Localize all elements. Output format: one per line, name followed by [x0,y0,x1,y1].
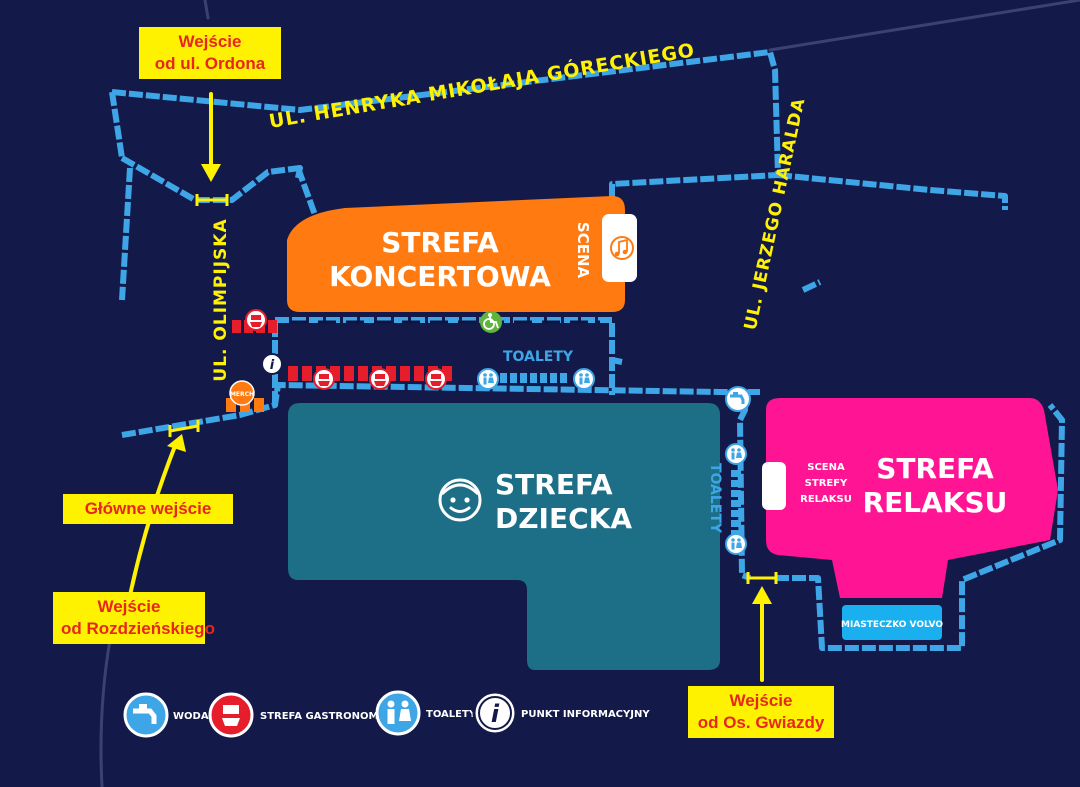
toilets-label-vertical: TOALETY [707,463,723,534]
svg-text:i: i [491,700,500,728]
stage-relaksu [762,462,786,510]
entrance-ordona-line-2: od ul. Ordona [154,54,266,73]
background-roads [99,0,1080,787]
miasteczko-volvo[interactable] [842,605,942,640]
zone-relaksu-label-1: STREFA [876,452,994,485]
entrance-gwiazdy-label[interactable]: Wejście od Os. Gwiazdy [688,686,834,738]
zone-koncertowa[interactable] [287,196,625,312]
legend-info-label: PUNKT INFORMACYJNY [521,709,650,720]
entrance-rozdzienskiego-line-1: Wejście [97,597,161,616]
legend-food-label: STREFA GASTRONOMICZNA [260,711,413,722]
arrow-heads [167,164,772,604]
food-icon [245,309,447,390]
music-note-icon [610,236,634,260]
legend: WODA STREFA GASTRONOMICZNA TOALETY i PUN… [123,690,650,738]
zone-relaksu-label-2: RELAKSU [863,486,1008,519]
water-tap-icon [725,386,751,412]
entrance-glowne-label[interactable]: Główne wejście [63,494,233,524]
wheelchair-icon [480,311,502,333]
svg-text:i: i [270,358,275,373]
entrance-ordona-line-1: Wejście [178,32,242,51]
entrance-rozdzienskiego-line-2: od Rozdzieńskiego [61,619,215,638]
entrance-ordona-label[interactable]: Wejście od ul. Ordona [139,27,281,79]
legend-food-icon [208,692,254,738]
zone-dziecka[interactable] [288,403,720,670]
zone-koncertowa-label-1: STREFA [381,226,499,259]
zone-koncertowa-label-2: KONCERTOWA [329,260,551,293]
toilet-blocks [500,373,741,537]
merch-icon: MERCH [229,380,255,406]
zone-dziecka-label-1: STREFA [495,468,613,501]
zone-relaksu[interactable] [766,398,1058,598]
legend-toilet-label: TOALETY [426,709,477,720]
stage-relaksu-label-3: RELAKSU [800,494,852,505]
miasteczko-volvo-label: MIASTECZKO VOLVO [841,620,943,630]
info-icon: i [261,353,283,375]
entrance-gwiazdy-line-2: od Os. Gwiazdy [697,713,825,732]
stage-relaksu-label-2: STREFY [805,478,848,489]
legend-info-icon: i [472,690,518,736]
toilet-icon [477,368,747,555]
smiley-icon [438,478,482,522]
legend-water-icon [123,692,169,738]
toilets-label-horizontal: TOALETY [503,349,574,365]
zone-dziecka-label-2: DZIECKA [495,502,632,535]
gate-markers [168,194,778,584]
legend-toilet-icon [375,690,421,736]
street-olimpijska: UL. OLIMPIJSKA [211,218,231,381]
stage-label: SCENA [574,222,592,279]
entrance-rozdzienskiego-label[interactable]: Wejście od Rozdzieńskiego [53,592,215,644]
entrance-glowne-line-1: Główne wejście [84,499,212,518]
stage-relaksu-label-1: SCENA [807,462,845,473]
merch-label: MERCH [230,391,254,398]
entrance-gwiazdy-line-1: Wejście [729,691,793,710]
legend-water-label: WODA [173,711,209,722]
